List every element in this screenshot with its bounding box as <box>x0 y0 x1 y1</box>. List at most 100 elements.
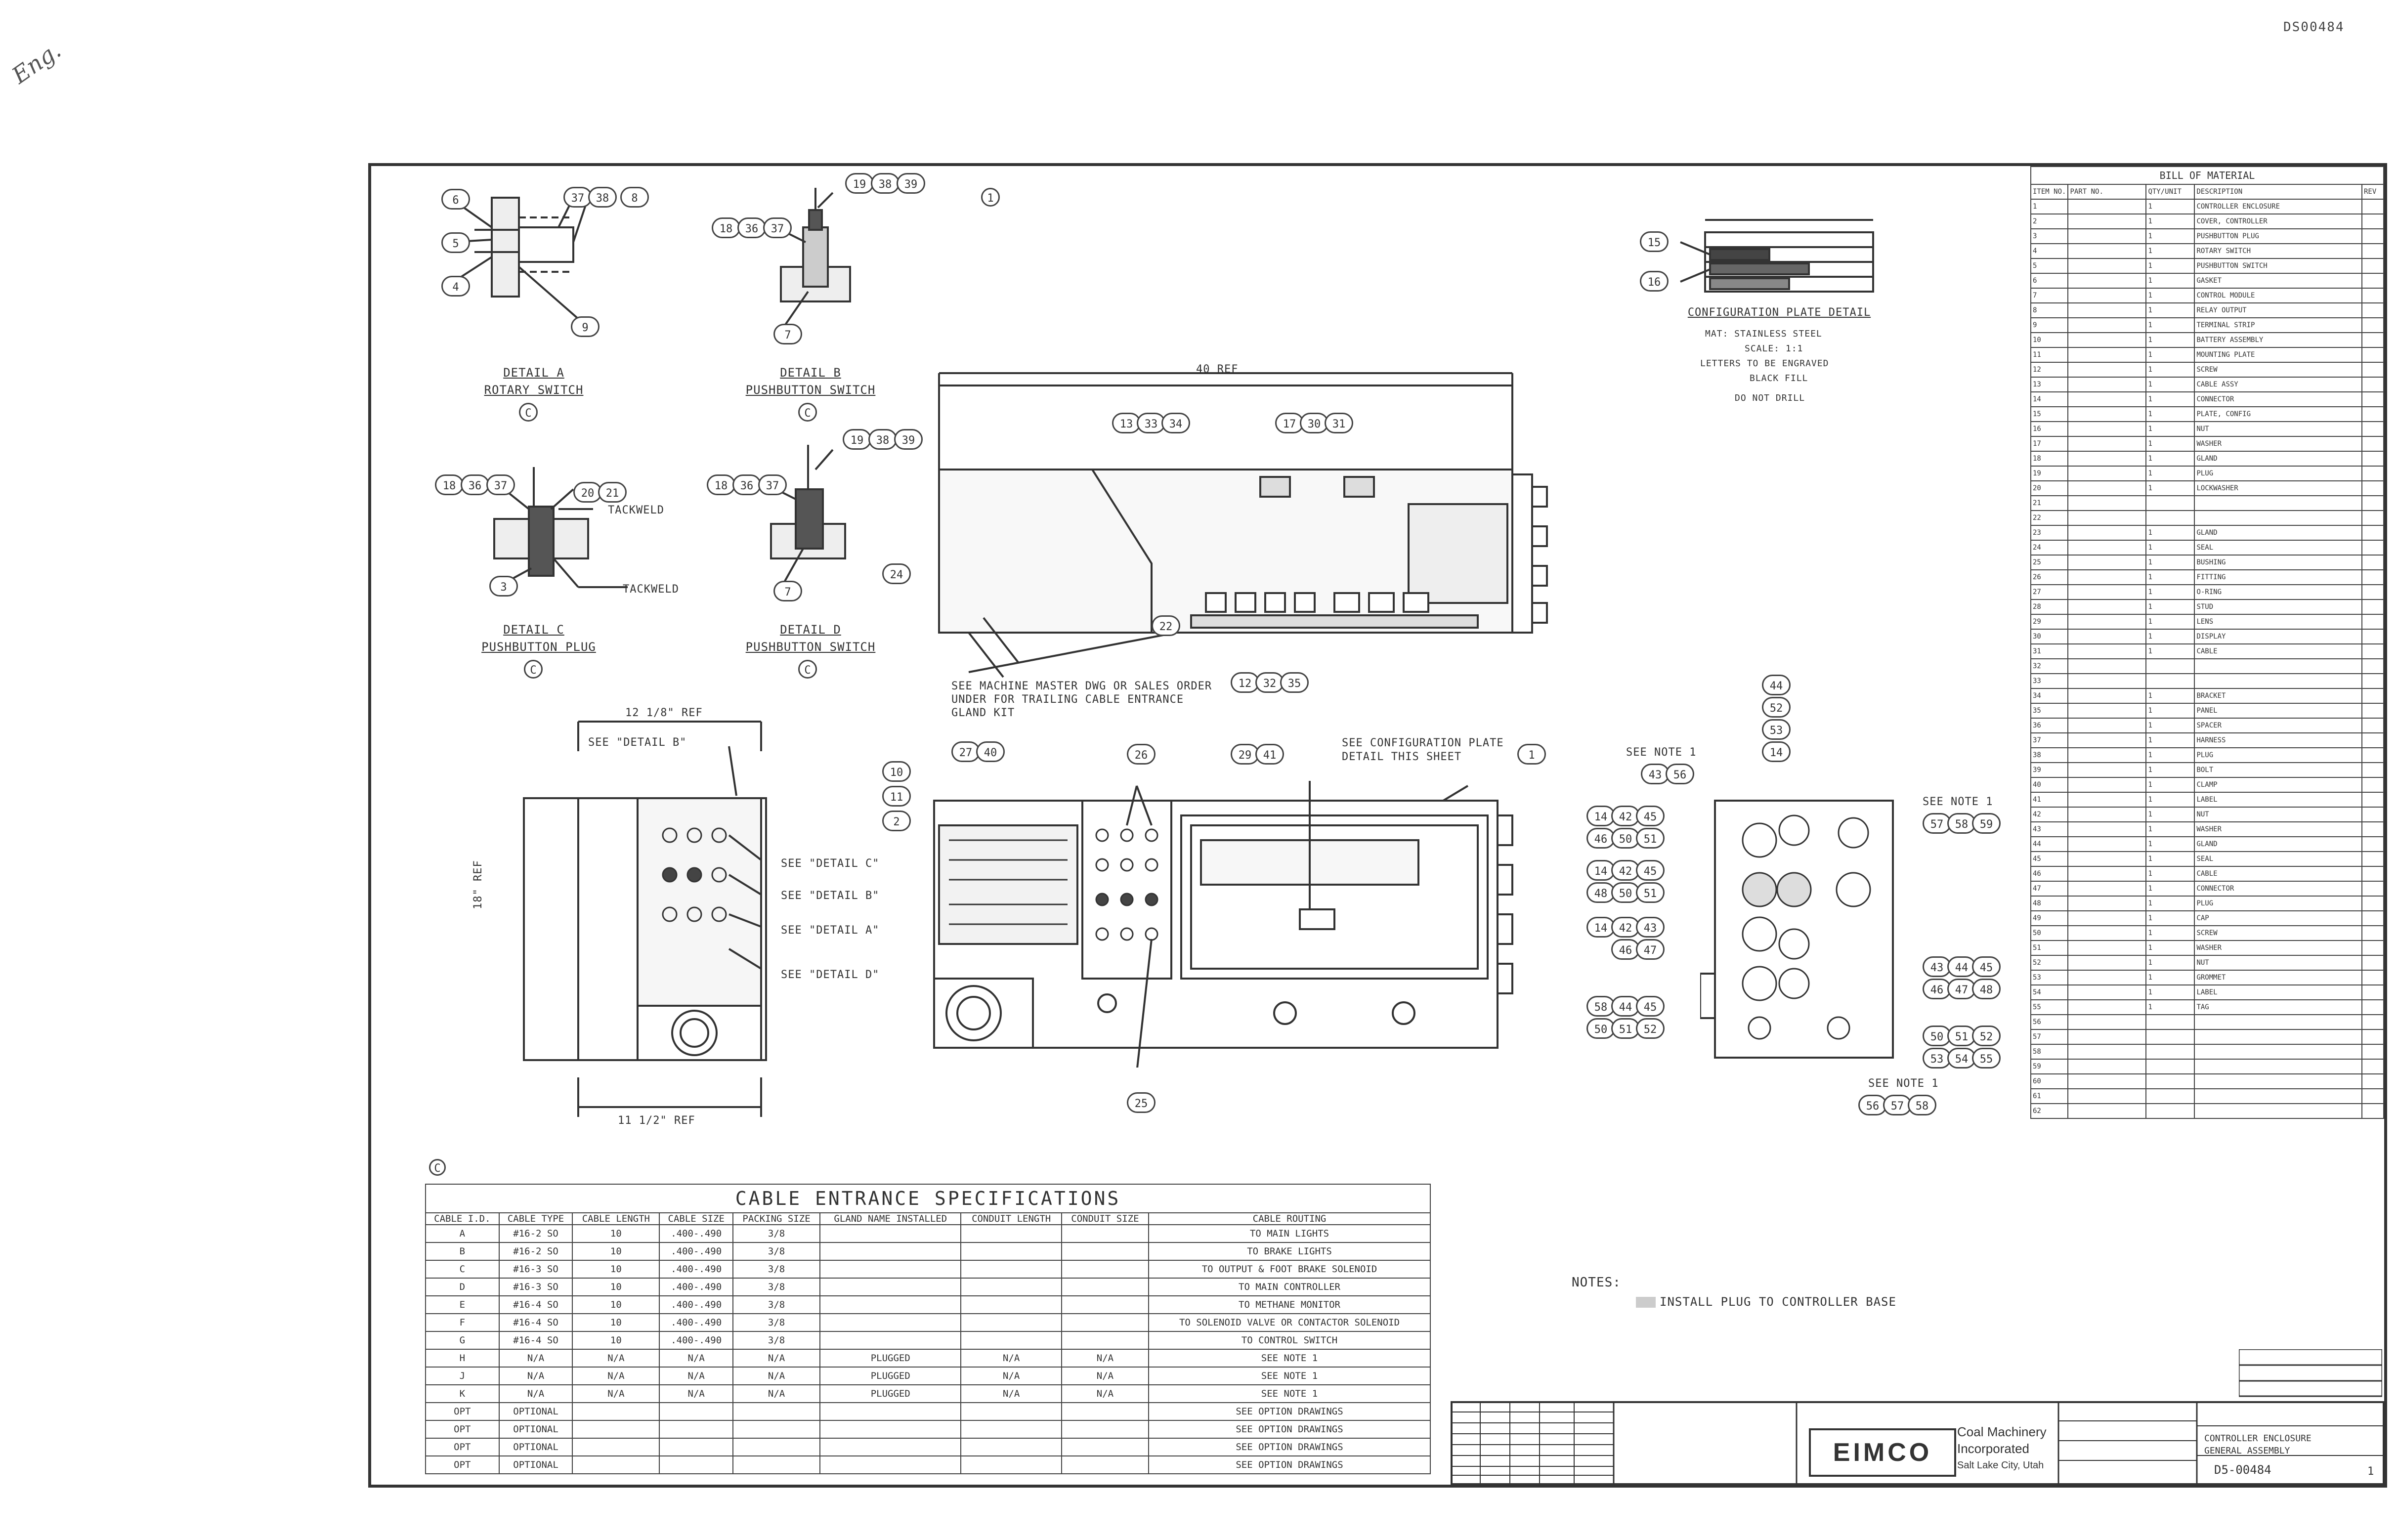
bom-cell: 1 <box>2145 984 2195 1000</box>
cable-spec-cell: #16-4 SO <box>498 1331 573 1350</box>
cable-spec-cell: 10 <box>572 1313 660 1332</box>
bom-cell: DISPLAY <box>2194 629 2362 644</box>
machine-master-note: SEE MACHINE MASTER DWG OR SALES ORDER UN… <box>951 680 1212 719</box>
cable-spec-header: CABLE SIZE <box>659 1212 734 1225</box>
bom-cell: 1 <box>2145 436 2195 452</box>
bom-cell: 2 <box>2030 214 2069 229</box>
bom-cell <box>2067 673 2147 689</box>
bom-cell <box>2067 629 2147 644</box>
bom-cell: 22 <box>2030 510 2069 526</box>
bom-cell: 1 <box>2145 406 2195 422</box>
bom-cell: 1 <box>2145 332 2195 348</box>
detail-b-drawing <box>775 188 851 332</box>
bom-cell: 4 <box>2030 243 2069 259</box>
cable-spec-cell <box>819 1278 962 1296</box>
detail-c-ref: C <box>524 660 543 679</box>
callout-14l2: 14 <box>1586 860 1615 881</box>
bom-cell <box>2067 421 2147 437</box>
bom-cell <box>2067 199 2147 214</box>
detail-b-title: DETAIL B <box>780 366 841 380</box>
see-detail-a: SEE "DETAIL A" <box>781 924 880 937</box>
bom-cell <box>2361 332 2384 348</box>
see-note-label-1: SEE NOTE 1 <box>1626 746 1697 759</box>
bom-cell: 16 <box>2030 421 2069 437</box>
bom-cell: 39 <box>2030 762 2069 778</box>
note-1: INSTALL PLUG TO CONTROLLER BASE <box>1636 1295 1896 1309</box>
tackweld-label-1: TACKWELD <box>608 504 664 516</box>
see-detail-b: SEE "DETAIL B" <box>781 890 880 902</box>
cable-spec-cell: OPT <box>425 1420 500 1439</box>
cable-spec-cell <box>819 1438 962 1456</box>
bom-cell: 35 <box>2030 703 2069 719</box>
bom-cell: PLUG <box>2194 466 2362 481</box>
callout-31a: 31 <box>1325 413 1353 433</box>
callout-58a: 58 <box>1947 813 1976 834</box>
bom-cell <box>2361 881 2384 897</box>
bom-cell: 1 <box>2145 762 2195 778</box>
bom-cell <box>2067 584 2147 600</box>
callout-36d: 36 <box>732 474 761 495</box>
bom-cell <box>2067 480 2147 496</box>
callout-14l3: 14 <box>1586 917 1615 938</box>
cable-entrance-spec-table: CABLE ENTRANCE SPECIFICATIONS CABLE I.D.… <box>425 1184 1431 1474</box>
bom-cell: 1 <box>2145 999 2195 1015</box>
cable-spec-cell: SEE NOTE 1 <box>1148 1349 1431 1368</box>
bom-cell <box>2361 510 2384 526</box>
bom-cell: 57 <box>2030 1029 2069 1045</box>
callout-44c: 44 <box>1762 675 1791 695</box>
company-name: Coal Machinery Incorporated Salt Lake Ci… <box>1957 1423 2047 1474</box>
cable-spec-cell: SEE NOTE 1 <box>1148 1367 1431 1385</box>
config-line-2: SCALE: 1:1 <box>1745 343 1803 354</box>
bom-cell: 1 <box>2145 391 2195 407</box>
bom-cell <box>2361 866 2384 882</box>
cable-spec-cell <box>1061 1295 1150 1314</box>
bom-cell: 1 <box>2145 317 2195 333</box>
bom-cell <box>2361 480 2384 496</box>
cable-spec-cell: N/A <box>498 1384 573 1403</box>
bom-cell: 1 <box>2145 821 2195 837</box>
bom-cell <box>2361 540 2384 556</box>
bom-cell <box>2361 643 2384 659</box>
bom-cell <box>2145 1044 2195 1060</box>
bom-cell <box>2145 1073 2195 1089</box>
cable-spec-cell: 10 <box>572 1242 660 1261</box>
callout-59a: 59 <box>1972 813 2001 834</box>
bom-cell <box>2145 1103 2195 1119</box>
cable-spec-cell: 3/8 <box>732 1278 821 1296</box>
cable-spec-cell <box>819 1295 962 1314</box>
bom-cell: 42 <box>2030 807 2069 822</box>
bom-cell <box>2067 347 2147 363</box>
cable-spec-cell <box>1061 1242 1150 1261</box>
bom-cell <box>2067 1014 2147 1030</box>
cable-spec-cell: N/A <box>498 1349 573 1368</box>
bom-cell: 1 <box>2145 910 2195 926</box>
bom-cell: 48 <box>2030 896 2069 911</box>
bom-cell <box>2067 881 2147 897</box>
bom-cell: 1 <box>2145 273 2195 289</box>
callout-37c: 37 <box>486 474 515 495</box>
cable-spec-cell: OPTIONAL <box>498 1455 573 1474</box>
bom-cell <box>2067 362 2147 378</box>
cable-spec-cell <box>960 1242 1062 1261</box>
bom-cell: STUD <box>2194 599 2362 615</box>
bom-cell: 1 <box>2145 302 2195 318</box>
bom-cell <box>2361 984 2384 1000</box>
bom-cell: CAP <box>2194 910 2362 926</box>
callout-19: 19 <box>845 173 874 194</box>
cable-spec-cell <box>960 1313 1062 1332</box>
callout-7: 7 <box>773 324 802 344</box>
title-block <box>1451 1401 2385 1485</box>
bom-cell <box>2067 495 2147 511</box>
cable-spec-cell: .400-.490 <box>659 1242 734 1261</box>
bom-cell: SPACER <box>2194 718 2362 733</box>
bom-cell: 12 <box>2030 362 2069 378</box>
bom-cell <box>2067 288 2147 303</box>
